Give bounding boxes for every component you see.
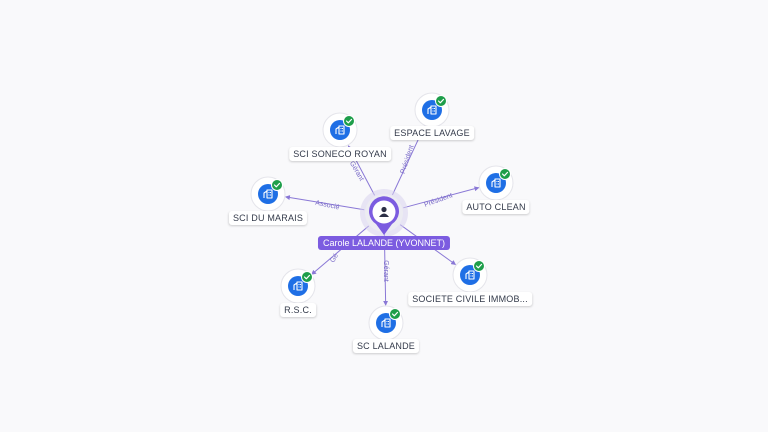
verified-check-icon xyxy=(435,95,447,107)
company-node[interactable] xyxy=(250,176,286,212)
edge-role-label: Président xyxy=(423,192,453,209)
company-node[interactable] xyxy=(478,165,514,201)
company-building-icon xyxy=(465,270,475,280)
edge-3 xyxy=(403,186,480,209)
company-name-label[interactable]: AUTO CLEAN xyxy=(462,200,530,214)
edge-4 xyxy=(311,225,370,275)
edge-role-label: Associé xyxy=(315,200,341,212)
company-node[interactable] xyxy=(414,92,450,128)
verified-check-icon xyxy=(301,271,313,283)
company-building-icon xyxy=(263,189,273,199)
company-node[interactable] xyxy=(368,305,404,341)
company-node[interactable] xyxy=(322,112,358,148)
verified-check-icon xyxy=(473,260,485,272)
company-name-label[interactable]: R.S.C. xyxy=(280,303,316,317)
edge-role-label: Président xyxy=(400,144,416,174)
verified-check-icon xyxy=(271,179,283,191)
company-building-icon xyxy=(491,178,501,188)
edge-2 xyxy=(284,195,365,211)
company-building-icon xyxy=(335,125,345,135)
company-name-label[interactable]: ESPACE LAVAGE xyxy=(390,126,474,140)
company-name-label[interactable]: SC LALANDE xyxy=(352,339,420,353)
person-node[interactable] xyxy=(360,189,408,237)
verified-check-icon xyxy=(343,115,355,127)
company-building-icon xyxy=(293,281,303,291)
edge-role-label: Gé xyxy=(329,252,340,264)
company-building-icon xyxy=(381,318,391,328)
person-icon xyxy=(379,206,389,217)
company-building-icon xyxy=(427,105,437,115)
person-name-label[interactable]: Carole LALANDE (YVONNET) xyxy=(317,236,451,250)
company-name-label[interactable]: SCI SONECO ROYAN xyxy=(289,147,391,161)
verified-check-icon xyxy=(499,168,511,180)
company-name-label[interactable]: SCI DU MARAIS xyxy=(228,211,308,225)
company-name-label[interactable]: SOCIETE CIVILE IMMOB... xyxy=(408,292,532,306)
company-node[interactable] xyxy=(452,257,488,293)
edge-role-label: Gérant xyxy=(382,260,389,281)
company-node[interactable] xyxy=(280,268,316,304)
verified-check-icon xyxy=(389,308,401,320)
